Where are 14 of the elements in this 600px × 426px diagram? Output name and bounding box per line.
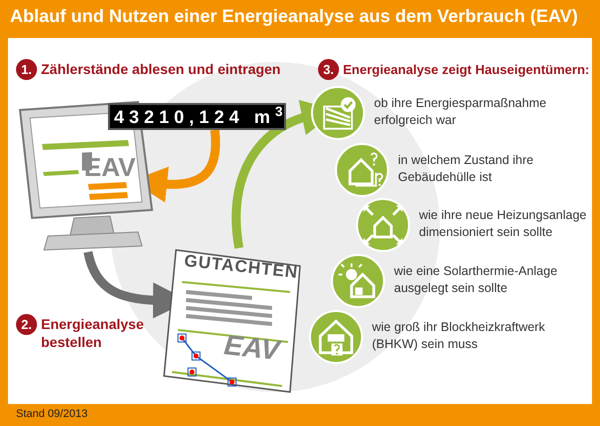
title: Ablauf und Nutzen einer Energieanalyse aus dem Verbrauch (EAV): [10, 7, 578, 25]
meter-counter: [108, 103, 286, 130]
benefit-text: wie groß ihr Blockheizkraftwerk (BHKW) sein muss: [372, 319, 546, 353]
footer-text: Stand 09/2013: [16, 409, 88, 420]
benefit-text: wie ihre neue Heizungsanlage dimensioniert sein sollte: [419, 207, 588, 241]
step-heading: Energieanalyse zeigt Hauseigentümern:: [343, 61, 590, 79]
document-text: EAV: [222, 331, 281, 365]
benefit-text: in welchem Zustand ihre Gebäudehülle ist: [398, 152, 534, 186]
benefit-text: ob ihre Energiesparmaßnahme erfolgreich war: [374, 95, 548, 129]
step-heading: Energieanalyse bestellen: [41, 315, 145, 351]
benefit-text: wie eine Solarthermie-Anlage ausgelegt sein sollte: [394, 263, 558, 297]
meter-reading: 43210,124 m$^{3}$: [114, 108, 288, 126]
document-title: GUTACHTEN: [183, 252, 300, 281]
step-heading: Zählerstände ablesen und eintragen: [41, 60, 282, 78]
